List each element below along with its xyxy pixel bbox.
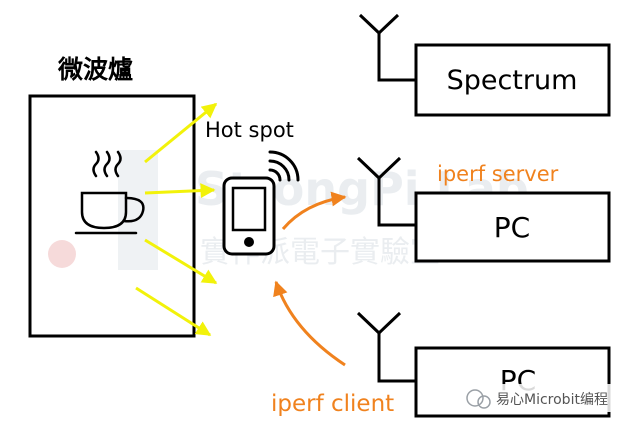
server-device: iperf server PC bbox=[356, 156, 611, 263]
antenna-icon bbox=[358, 13, 416, 82]
wechat-icon bbox=[466, 389, 484, 407]
source-tag: 易心Microbit编程 bbox=[458, 384, 638, 412]
server-box bbox=[414, 191, 611, 263]
server-role-label: iperf server bbox=[437, 162, 559, 186]
spectrum-box bbox=[414, 43, 611, 117]
interference-arrows bbox=[135, 102, 218, 337]
spectrum-label: Spectrum bbox=[447, 65, 578, 96]
microwave: 微波爐 bbox=[28, 55, 196, 338]
interference-arrow bbox=[144, 183, 216, 199]
hot-spot: Hot spot bbox=[205, 118, 300, 256]
watermark-bar-icon bbox=[118, 150, 158, 270]
client-role-label: iperf client bbox=[271, 391, 394, 417]
hot-spot-label: Hot spot bbox=[205, 118, 294, 142]
interference-arrow bbox=[144, 238, 218, 285]
coffee-cup-icon bbox=[74, 150, 145, 235]
source-label: 易心Microbit编程 bbox=[496, 392, 608, 408]
interference-arrow bbox=[135, 286, 212, 337]
spectrum-device: Spectrum bbox=[358, 13, 611, 117]
server-link-arrow bbox=[281, 191, 347, 230]
watermark-dot-icon bbox=[48, 240, 76, 268]
antenna-icon bbox=[356, 311, 416, 383]
smartphone-wifi-icon bbox=[222, 150, 300, 256]
server-label: PC bbox=[494, 211, 530, 244]
microwave-label: 微波爐 bbox=[57, 55, 133, 84]
client-link-arrow bbox=[273, 280, 346, 367]
antenna-icon bbox=[356, 156, 416, 227]
interference-arrow bbox=[144, 102, 218, 164]
microwave-box bbox=[28, 94, 196, 338]
